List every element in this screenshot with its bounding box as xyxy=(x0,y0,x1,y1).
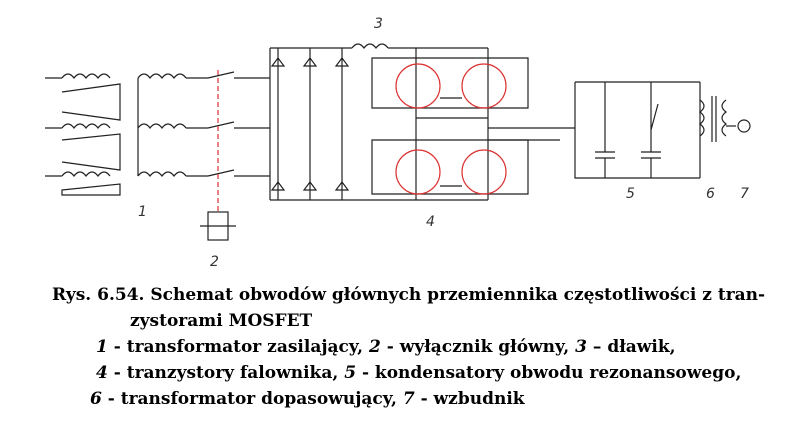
circuit-schematic: 1 2 3 4 5 6 7 xyxy=(45,16,751,270)
legend-num-4: 4 xyxy=(96,363,108,383)
legend-text-5: - kondensatory obwodu rezonansowego, xyxy=(356,363,742,383)
label-6: 6 xyxy=(706,186,715,202)
legend-text-4: - tranzystory falownika, xyxy=(107,363,345,383)
label-2: 2 xyxy=(210,254,219,270)
label-3: 3 xyxy=(374,16,383,32)
mosfet-4 xyxy=(461,149,507,195)
transformer-core xyxy=(61,83,121,196)
legend-num-1: 1 xyxy=(96,337,108,357)
figure-labels: 1 2 3 4 5 6 7 xyxy=(138,16,749,270)
label-1: 1 xyxy=(138,204,147,220)
choke xyxy=(351,43,488,201)
label-5: 5 xyxy=(626,186,635,202)
transformer-secondary-coils xyxy=(137,73,187,177)
resonant-capacitors xyxy=(574,81,701,179)
legend-num-3: 3 xyxy=(575,337,587,357)
legend-text-7: - wzbudnik xyxy=(414,389,525,409)
legend-text-1: - transformator zasilający, xyxy=(107,337,369,357)
mosfet-2 xyxy=(461,63,507,109)
legend-num-2: 2 xyxy=(368,337,381,357)
legend-num-7: 7 xyxy=(402,389,415,409)
mosfet-1 xyxy=(395,63,441,109)
legend-text-3: – dławik, xyxy=(586,337,676,357)
mosfet-3 xyxy=(395,149,441,195)
main-switch xyxy=(207,71,270,177)
matching-transformer xyxy=(699,96,727,142)
legend-num-6: 6 xyxy=(90,389,102,409)
legend-num-5: 5 xyxy=(344,363,357,383)
caption-legend-line-2: 4 - tranzystory falownika, 5 - kondensat… xyxy=(96,360,741,386)
caption-title-line-1: Rys. 6.54. Schemat obwodów głównych prze… xyxy=(52,285,766,305)
caption-legend-line-3: 6 - transformator dopasowujący, 7 - wzbu… xyxy=(90,386,525,412)
rectifier-bridge xyxy=(269,47,352,201)
caption-title-line-2: zystorami MOSFET xyxy=(130,311,313,331)
label-7: 7 xyxy=(740,186,749,202)
inverter-bridge xyxy=(371,48,529,200)
legend-text-2: - wyłącznik główny, xyxy=(380,337,576,357)
legend-text-6: - transformator dopasowujący, xyxy=(101,389,403,409)
caption-legend-line-1: 1 - transformator zasilający, 2 - wyłącz… xyxy=(96,334,676,360)
transformer-primary-coils xyxy=(45,73,111,177)
label-4: 4 xyxy=(426,214,435,230)
